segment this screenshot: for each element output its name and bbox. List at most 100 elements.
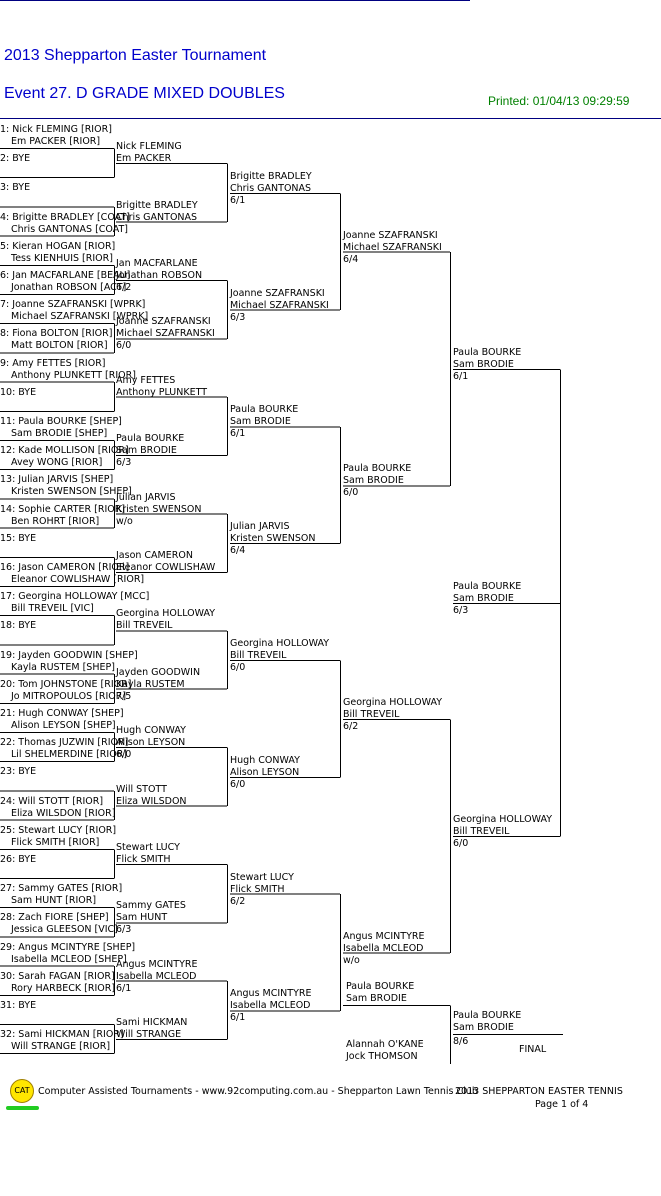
entry-player-2: Alison LEYSON [SHEP] [11,720,116,731]
entry-player-2: Jo MITROPOULOS [RIOR] [11,690,127,702]
match-winner-player-2: Chris GANTONAS [230,182,312,194]
match-winner-player-1: Julian JARVIS [230,521,290,533]
match-winner-player-1: Nick FLEMING [116,141,182,153]
entry-player-2: Kayla RUSTEM [SHEP] [11,661,115,673]
entry-player-1: 12: Kade MOLLISON [RIOR] [0,445,129,457]
match-winner-player-2: Bill TREVEIL [453,826,510,838]
cat-logo-icon: CAT [10,1079,34,1103]
match-score: w/o [343,954,360,966]
entry-player-2: Will STRANGE [RIOR] [11,1041,111,1053]
match-winner-player-2: Kristen SWENSON [116,503,202,515]
match-winner-player-2: Isabella MCLEOD [343,942,424,954]
entry-player-2: Ben ROHRT [RIOR] [11,515,100,527]
entry-player-1: 18: BYE [0,620,37,632]
entry-player-2: Jessica GLEESON [VIC] [11,924,118,936]
match-winner-player-1: Georgina HOLLOWAY [343,696,443,708]
match-score: 6/3 [116,457,132,469]
match-winner-player-1: Jason CAMERON [116,549,193,561]
match-winner-player-1: Stewart LUCY [230,871,294,883]
entry-player-2: Anthony PLUNKETT [RIOR] [11,369,136,381]
entry-player-2: Sam HUNT [RIOR] [11,895,97,907]
entry-player-2: Em PACKER [RIOR] [11,136,101,147]
entry-player-1: 31: BYE [0,1000,37,1011]
final-score: 8/6 [453,1036,469,1047]
match-winner-player-2: Michael SZAFRANSKI [343,241,442,253]
entry-player-2: Isabella MCLEOD [SHEP] [11,953,127,965]
entry-player-1: 25: Stewart LUCY [RIOR] [0,824,117,836]
top-rule [0,0,470,1]
match-winner-player-1: Angus MCINTYRE [116,958,198,970]
match-score: 7/5 [116,690,132,702]
header-rule [0,118,661,119]
entry-player-1: 30: Sarah FAGAN [RIOR] [0,970,115,982]
match-score: 6/3 [453,605,469,617]
match-winner-player-2: Sam HUNT [116,912,168,924]
match-winner-player-2: Flick SMITH [230,883,285,895]
entry-player-2: Eleanor COWLISHAW [RIOR] [11,574,145,585]
match-winner-player-2: Sam BRODIE [343,475,404,487]
entry-player-1: 10: BYE [0,386,37,398]
match-score: 6/2 [116,281,132,293]
entry-player-1: 21: Hugh CONWAY [SHEP] [0,708,124,719]
entry-player-1: 20: Tom JOHNSTONE [RIOR] [0,678,132,690]
match-winner-player-1: Amy FETTES [116,374,176,386]
match-winner-player-1: Hugh CONWAY [230,754,300,766]
match-winner-player-1: Brigitte BRADLEY [230,170,312,182]
entry-player-2: Sam BRODIE [SHEP] [11,428,108,439]
entry-player-1: 23: BYE [0,766,37,778]
match-winner-player-1: Paula BOURKE [453,347,522,358]
match-winner-player-1: Georgina HOLLOWAY [453,814,553,826]
entry-player-2: Matt BOLTON [RIOR] [11,340,108,352]
match-winner-player-1: Brigitte BRADLEY [116,199,198,211]
match-winner-player-2: Bill TREVEIL [230,650,287,661]
match-winner-player-2: Michael SZAFRANSKI [116,328,215,340]
match-winner-player-1: Sami HICKMAN [116,1017,188,1029]
match-winner-player-2: Bill TREVEIL [343,708,400,720]
match-winner-player-1: Georgina HOLLOWAY [116,608,216,620]
entry-player-2: Kristen SWENSON [SHEP] [11,486,132,498]
match-winner-player-1: Angus MCINTYRE [343,930,425,942]
match-score: 6/0 [453,838,469,850]
entry-player-1: 28: Zach FIORE [SHEP] [0,912,109,924]
match-winner-player-2: Em PACKER [116,153,172,165]
entry-player-1: 1: Nick FLEMING [RIOR] [0,124,112,135]
entry-player-1: 22: Thomas JUZWIN [RIOR] [0,737,129,749]
entry-player-2: Chris GANTONAS [COAT] [11,223,128,235]
final-label: FINAL [519,1044,547,1055]
match-score: 6/2 [343,720,359,732]
match-score: 6/2 [230,895,246,907]
match-winner-player-2: Alison LEYSON [230,766,300,778]
entry-player-1: 6: Jan MACFARLANE [BEAU] [0,270,131,281]
entry-player-1: 32: Sami HICKMAN [RIOR] [0,1029,124,1041]
entry-player-2: Rory HARBECK [RIOR] [11,982,116,994]
match-winner-player-2: Kristen SWENSON [230,533,316,545]
match-winner-player-1: Will STOTT [116,783,167,795]
entry-player-1: 17: Georgina HOLLOWAY [MCC] [0,591,150,603]
match-winner-player-2: Anthony PLUNKETT [116,386,208,398]
entry-player-2: Avey WONG [RIOR] [11,457,103,469]
match-winner-player-2: Chris GANTONAS [116,211,198,223]
entry-player-1: 14: Sophie CARTER [RIOR] [0,503,126,515]
entry-player-1: 13: Julian JARVIS [SHEP] [0,474,114,486]
match-score: 6/1 [230,428,246,440]
match-score: 6/4 [343,253,359,265]
entry-player-1: 5: Kieran HOGAN [RIOR] [0,240,116,252]
entry-player-1: 9: Amy FETTES [RIOR] [0,357,106,369]
entry-player-1: 26: BYE [0,854,37,865]
entry-player-2: Eliza WILSDON [RIOR] [11,807,116,819]
match-score: 6/0 [230,778,246,790]
match-winner-player-1: Hugh CONWAY [116,725,186,737]
match-winner-player-2: Sam BRODIE [453,593,514,605]
match-score: w/o [116,515,133,527]
entry-player-1: 7: Joanne SZAFRANSKI [WPRK] [0,299,146,311]
match-winner-player-1: Angus MCINTYRE [230,988,312,1000]
match-winner-player-1: Jayden GOODWIN [116,666,201,678]
match-winner-player-1: Julian JARVIS [116,491,176,503]
event-title: Event 27. D GRADE MIXED DOUBLES [4,85,285,102]
entry-player-2: Flick SMITH [RIOR] [11,836,100,848]
match-winner-player-1: Joanne SZAFRANSKI [343,229,438,241]
match-winner-player-1: Paula BOURKE [343,463,412,475]
final-top-player-2: Sam BRODIE [346,993,407,1004]
match-winner-player-2: Sam BRODIE [230,416,291,428]
